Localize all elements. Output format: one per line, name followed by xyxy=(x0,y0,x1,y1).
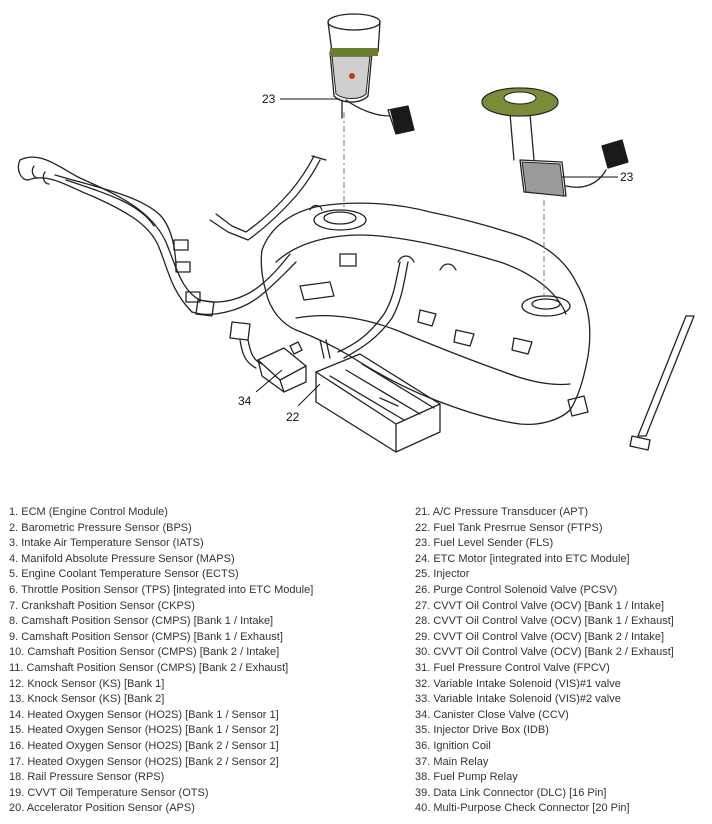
pump-top-red-wire xyxy=(349,73,355,79)
legend-item: 17. Heated Oxygen Sensor (HO2S) [Bank 2 … xyxy=(9,755,279,768)
legend-item: 21. A/C Pressure Transducer (APT) xyxy=(415,506,589,518)
pump-right-cap xyxy=(503,91,537,105)
legend-item: 22. Fuel Tank Presrrue Sensor (FTPS) xyxy=(415,521,603,534)
legend-item: 32. Variable Intake Solenoid (VIS)#1 val… xyxy=(415,677,621,690)
callout-canister-close-valve: 34 xyxy=(238,394,252,408)
legend-item: 1. ECM (Engine Control Module) xyxy=(9,506,168,518)
legend-item: 14. Heated Oxygen Sensor (HO2S) [Bank 1 … xyxy=(9,708,279,721)
legend-item: 12. Knock Sensor (KS) [Bank 1] xyxy=(9,677,165,690)
legend-item: 31. Fuel Pressure Control Valve (FPCV) xyxy=(415,661,610,674)
tank-connectors xyxy=(309,204,415,263)
legend-item: 11. Camshaft Position Sensor (CMPS) [Ban… xyxy=(9,661,289,674)
legend-item: 39. Data Link Connector (DLC) [16 Pin] xyxy=(415,786,607,799)
legend-item: 2. Barometric Pressure Sensor (BPS) xyxy=(9,521,192,534)
legend-item: 37. Main Relay xyxy=(415,755,489,768)
legend-item: 9. Camshaft Position Sensor (CMPS) [Bank… xyxy=(9,630,283,643)
filler-neck xyxy=(17,156,201,313)
legend-item: 23. Fuel Level Sender (FLS) xyxy=(415,537,554,550)
legend-item: 20. Accelerator Position Sensor (APS) xyxy=(9,802,195,815)
legend-item: 18. Rail Pressure Sensor (RPS) xyxy=(9,771,165,784)
legend-item: 16. Heated Oxygen Sensor (HO2S) [Bank 2 … xyxy=(9,739,279,752)
legend-item: 28. CVVT Oil Control Valve (OCV) [Bank 1… xyxy=(415,615,674,628)
legend-left-column: 1. ECM (Engine Control Module) 2. Baromet… xyxy=(9,505,313,817)
legend-item: 27. CVVT Oil Control Valve (OCV) [Bank 1… xyxy=(415,599,665,612)
leader-ftps xyxy=(297,383,321,407)
legend-item: 3. Intake Air Temperature Sensor (IATS) xyxy=(9,537,204,550)
legend-item: 25. Injector xyxy=(415,568,470,581)
legend-item: 4. Manifold Absolute Pressure Sensor (MA… xyxy=(9,552,235,565)
canister xyxy=(315,353,441,453)
callout-fuel-tank-pressure-sensor: 22 xyxy=(286,410,300,424)
level-rod xyxy=(629,315,695,451)
fuel-tank xyxy=(260,202,591,426)
tank-strap xyxy=(209,155,327,241)
legend-item: 7. Crankshaft Position Sensor (CKPS) xyxy=(9,599,195,612)
legend-item: 36. Ignition Coil xyxy=(415,739,491,752)
leader-ccv xyxy=(255,369,283,393)
canister-close-valve xyxy=(257,339,331,393)
legend-item: 38. Fuel Pump Relay xyxy=(415,771,518,784)
legend-right-column: 21. A/C Pressure Transducer (APT) 22. Fue… xyxy=(415,505,674,817)
legend-item: 8. Camshaft Position Sensor (CMPS) [Bank… xyxy=(9,615,274,628)
legend-item: 26. Purge Control Solenoid Valve (PCSV) xyxy=(415,583,618,596)
legend-item: 33. Variable Intake Solenoid (VIS)#2 val… xyxy=(415,693,621,706)
pump-top-float xyxy=(390,106,414,134)
legend-item: 10. Camshaft Position Sensor (CMPS) [Ban… xyxy=(9,646,280,659)
legend-item: 35. Injector Drive Box (IDB) xyxy=(415,724,549,737)
legend-item: 24. ETC Motor [integrated into ETC Modul… xyxy=(415,552,630,565)
legend-item: 19. CVVT Oil Temperature Sensor (OTS) xyxy=(9,786,209,799)
legend-item: 15. Heated Oxygen Sensor (HO2S) [Bank 1 … xyxy=(9,724,279,737)
vent-hose xyxy=(191,253,297,369)
legend-item: 13. Knock Sensor (KS) [Bank 2] xyxy=(9,693,165,706)
callout-fuel-pump-top: 23 xyxy=(262,92,276,106)
legend-item: 40. Multi-Purpose Check Connector [20 Pi… xyxy=(415,802,630,815)
legend-item: 34. Canister Close Valve (CCV) xyxy=(415,708,569,721)
legend-item: 30. CVVT Oil Control Valve (OCV) [Bank 2… xyxy=(415,646,674,659)
pump-top-green-band xyxy=(330,48,378,56)
pump-right-float xyxy=(602,140,628,168)
legend-item: 5. Engine Coolant Temperature Sensor (EC… xyxy=(9,568,239,581)
pump-right-body xyxy=(521,161,565,197)
legend-item: 29. CVVT Oil Control Valve (OCV) [Bank 2… xyxy=(415,630,665,643)
callout-fuel-pump-right: 23 xyxy=(620,170,634,184)
legend-item: 6. Throttle Position Sensor (TPS) [integ… xyxy=(9,583,314,596)
fuel-system-diagram xyxy=(17,13,695,453)
